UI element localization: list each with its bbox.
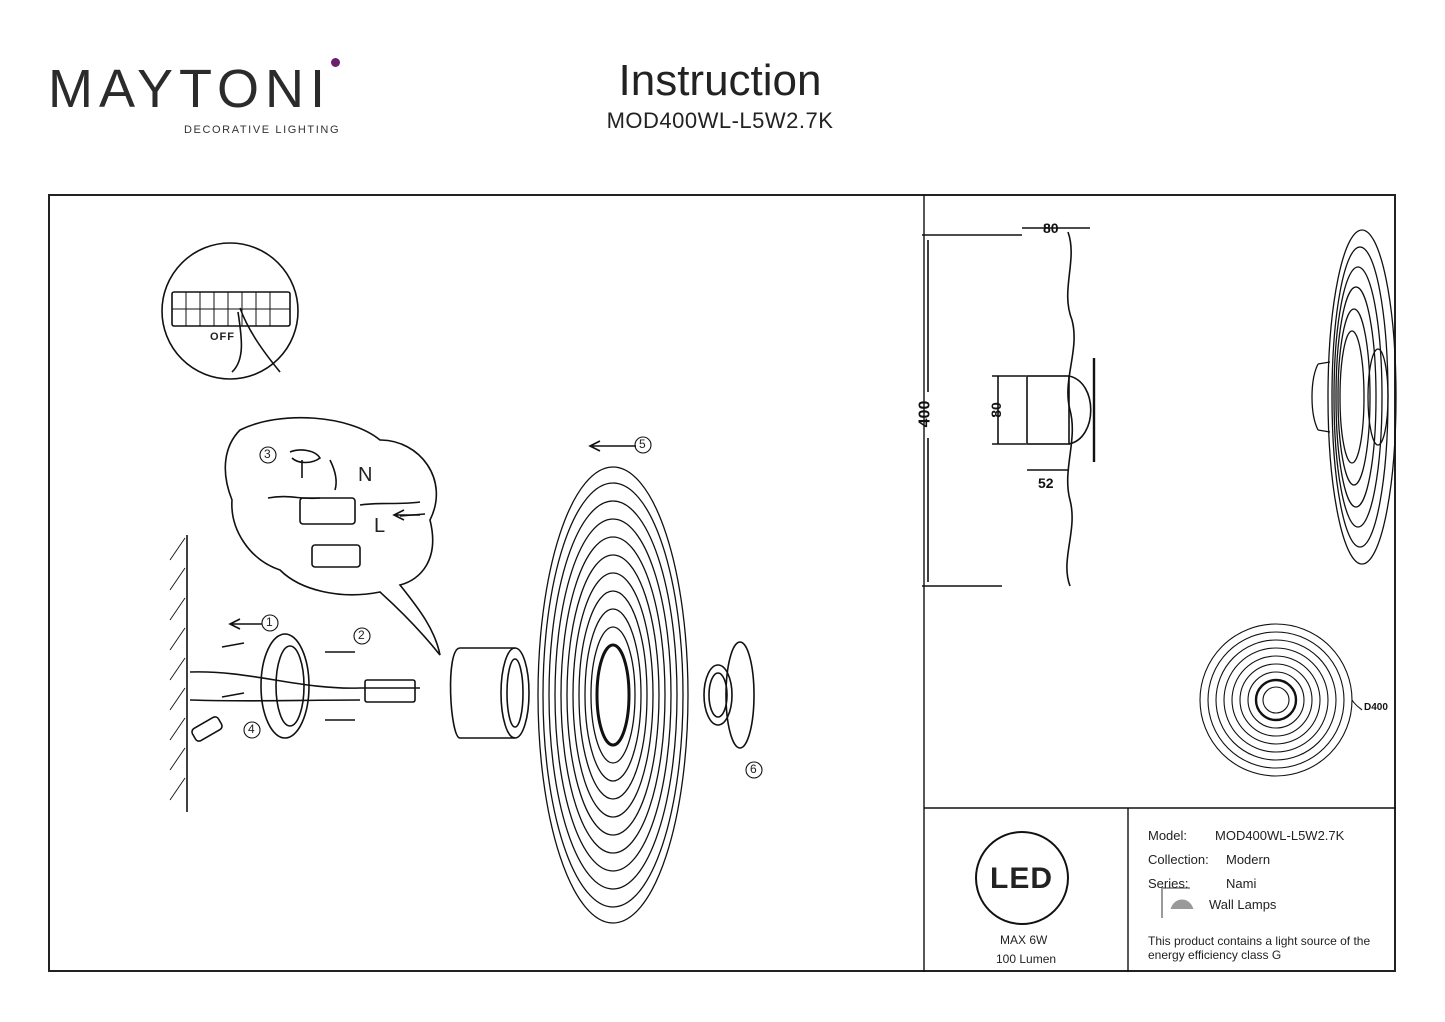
max-power: MAX 6W [1000,933,1048,947]
ribbed-disc-shade [537,466,689,924]
brand-tagline: DECORATIVE LIGHTING [184,124,341,136]
led-badge: LED [990,862,1053,895]
dimension-base-depth: 52 [1038,475,1054,491]
lumen-output: 100 Lumen [996,952,1057,966]
document-model: MOD400WL-L5W2.7K [606,108,834,133]
switch-off-illustration [161,242,299,380]
collection-label: Collection: [1148,852,1209,867]
brand-name: MAYTONI [48,59,332,119]
step-4-label: 4 [248,722,255,736]
brand-logo-dot [331,58,340,67]
side-elevation-view [922,227,1096,587]
step-3-label: 3 [264,447,271,461]
neutral-wire-label: N [358,464,373,486]
dimension-height: 400 [916,400,934,428]
step-markers [243,436,763,779]
series-value: Nami [1226,876,1257,891]
led-badge-ring [975,831,1069,925]
instruction-frame [48,194,1396,972]
step-5-label: 5 [639,437,646,451]
switch-off-label: OFF [210,331,235,343]
front-view-disc [1199,623,1363,777]
wall-section [169,535,188,812]
step-1-label: 1 [266,615,273,629]
model-label: Model: [1148,828,1188,843]
collection-value: Modern [1226,852,1271,867]
dimension-depth-top: 80 [1043,220,1059,236]
canopy-cylinder [449,647,530,739]
energy-note-line-2: energy efficiency class G [1148,948,1282,962]
live-wire-label: L [374,515,386,537]
model-value: MOD400WL-L5W2.7K [1215,828,1345,843]
brand-logo: MAYTONI [48,62,348,142]
front-cap [703,641,755,749]
step-2-label: 2 [358,628,365,642]
mounting-plate [189,633,420,742]
wiring-callout [224,416,441,656]
energy-note-line-1: This product contains a light source of … [1148,934,1371,948]
perspective-view [1311,229,1397,565]
step-6-label: 6 [750,762,757,776]
wall-lamp-icon [1161,887,1194,918]
dimension-base-height: 80 [987,402,1004,418]
category-label: Wall Lamps [1209,897,1277,912]
series-label: Series: [1148,876,1189,891]
step-arrows [228,440,636,630]
document-title: Instruction [618,56,822,105]
dimension-diameter: D400 [1364,702,1388,713]
